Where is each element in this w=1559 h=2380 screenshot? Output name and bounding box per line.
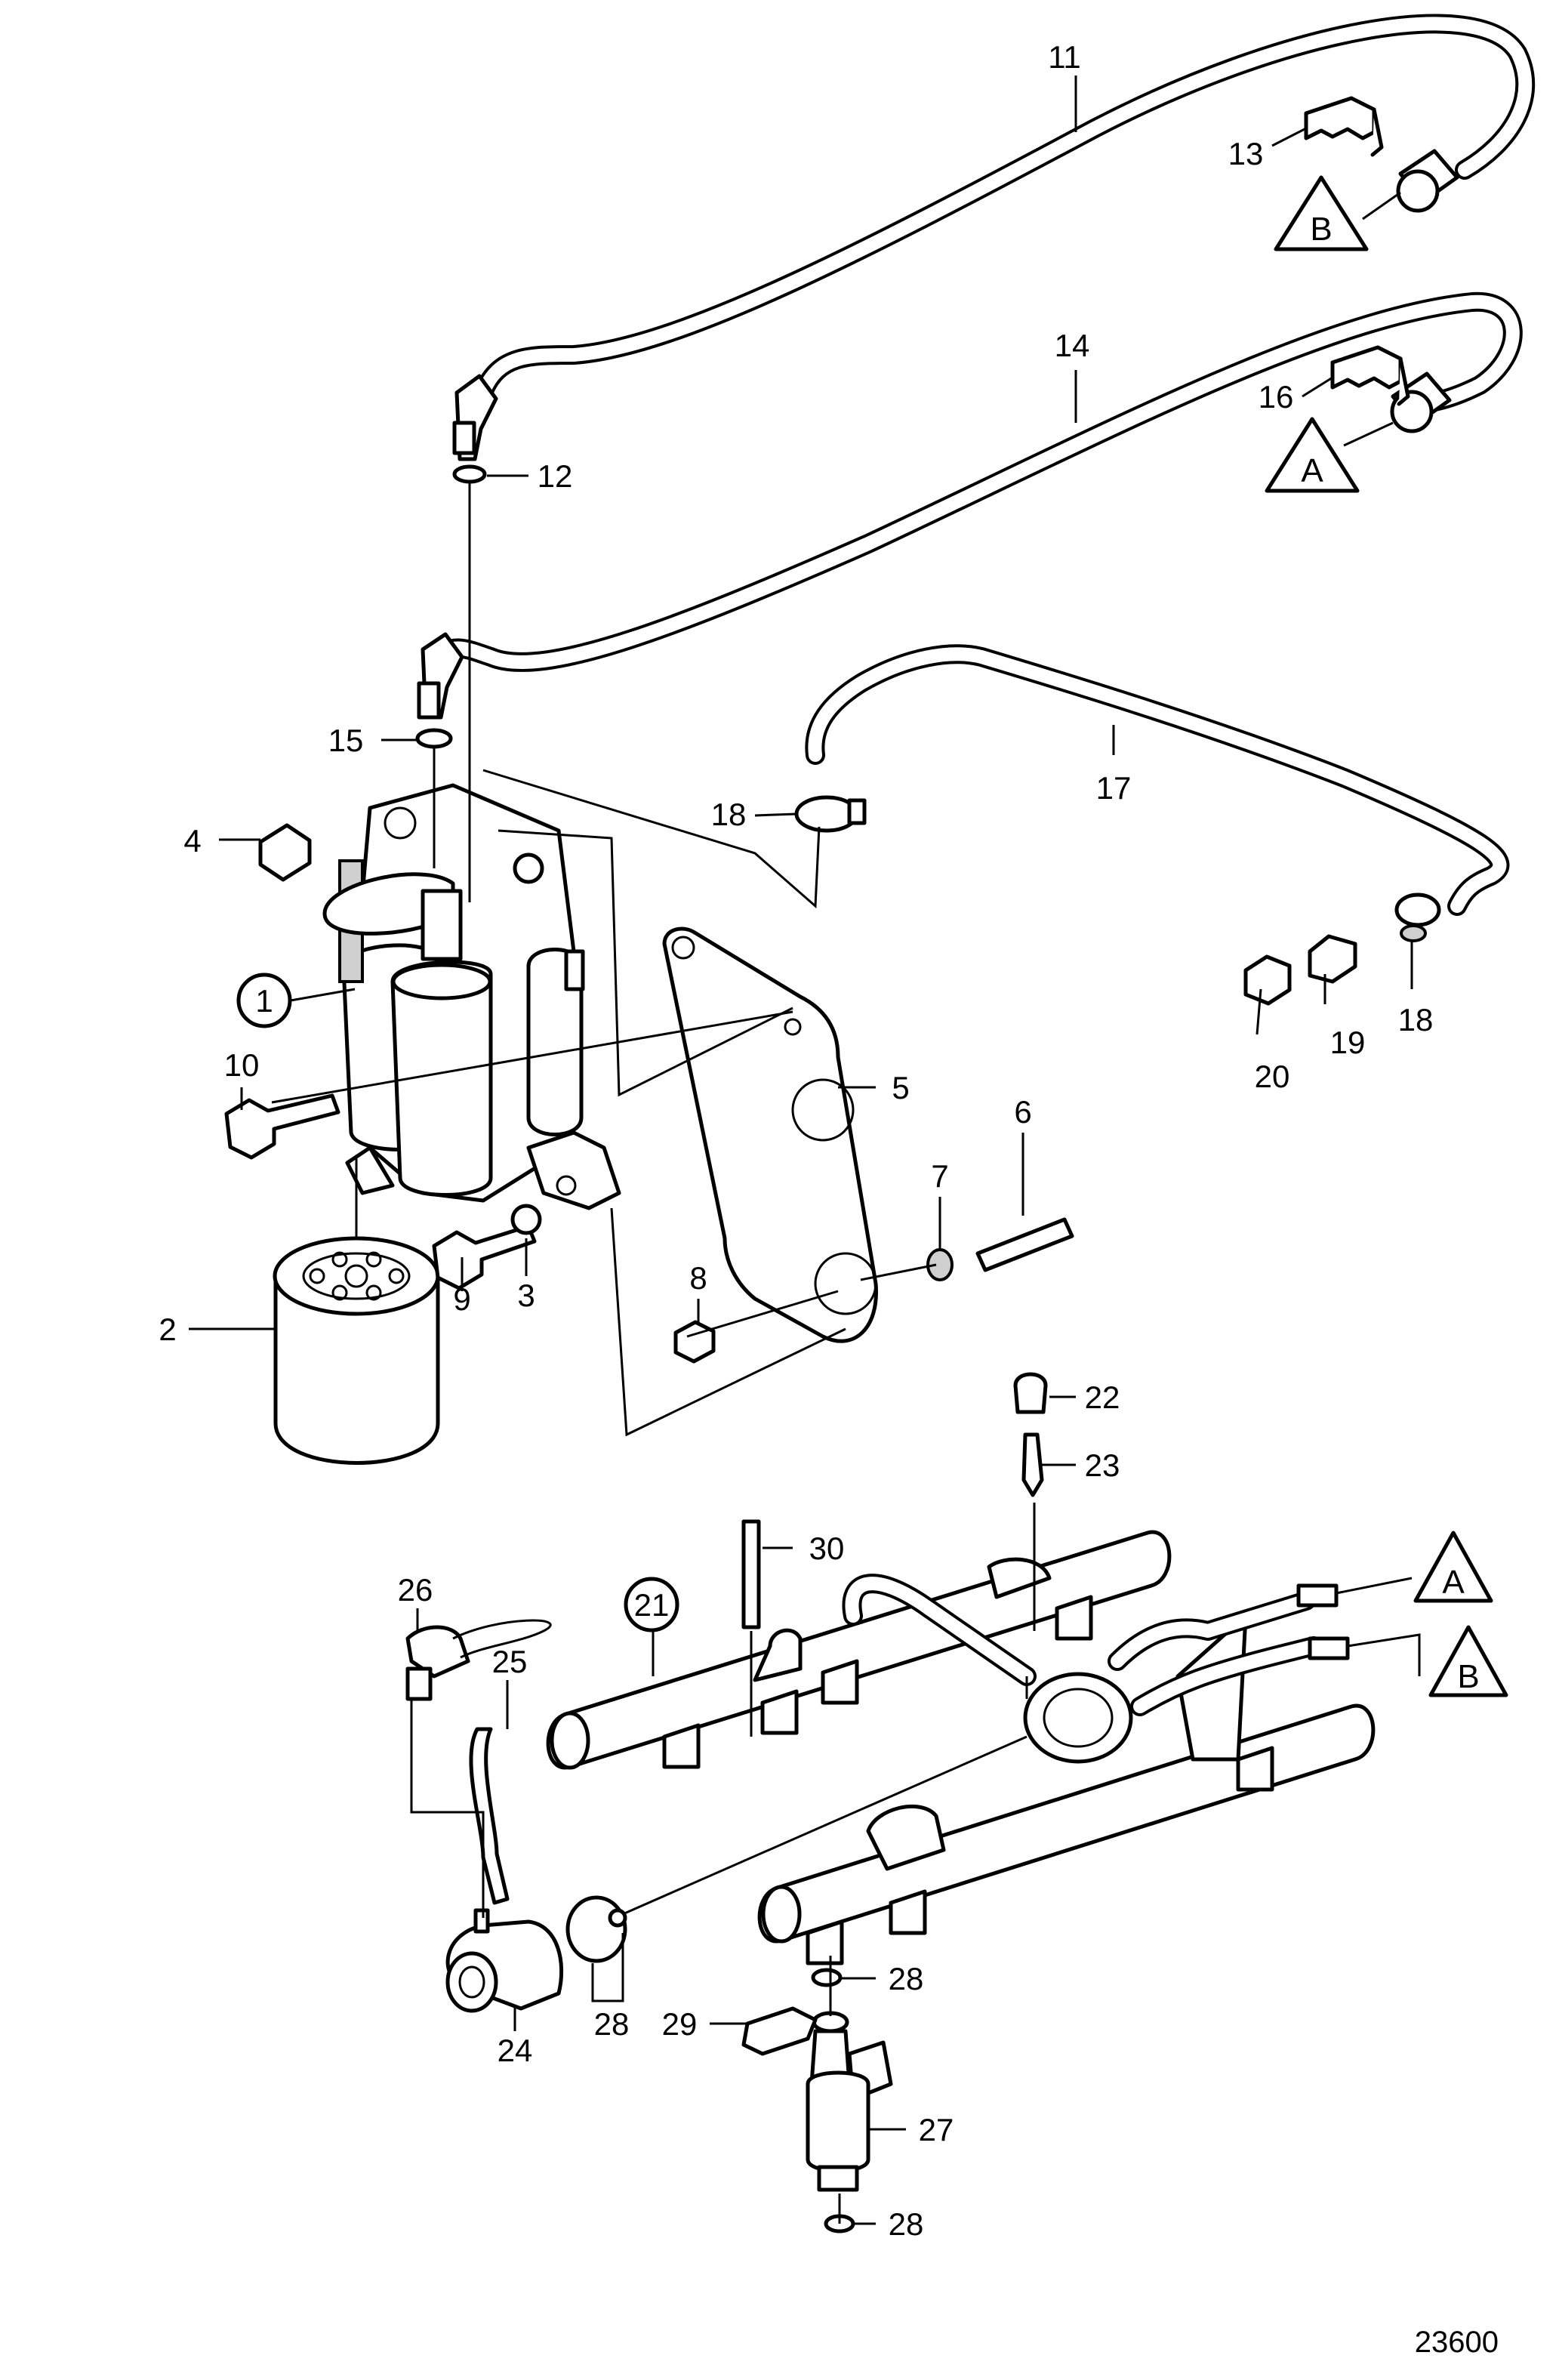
marker-A-rail: A [1413,1531,1493,1603]
bracket-5 [662,926,878,1343]
callout-14: 14 [1055,328,1090,363]
callout-12: 12 [538,458,573,494]
callout-13: 13 [1228,136,1264,171]
washer-15 [415,728,453,749]
callout-10: 10 [224,1047,260,1083]
callout-15: 15 [328,723,364,758]
fuel-injector-27 [806,2011,893,2192]
callout-8: 8 [689,1260,707,1296]
nut-8 [673,1320,716,1364]
connector-19 [1308,934,1357,984]
figure-number: 23600 [1415,2326,1499,2359]
hose-clamp-18-lower [1394,892,1441,942]
callout-21: 21 [634,1587,670,1623]
o-ring-28-small [608,1908,627,1928]
fuel-line-11 [452,14,1536,461]
callout-labels: 1 2 3 4 5 6 7 8 9 10 11 12 13 14 15 16 1… [159,39,1433,2242]
pressure-regulator-24 [445,1908,564,2013]
marker-B-rail: B [1428,1625,1508,1697]
callout-22: 22 [1085,1380,1120,1415]
callout-2: 2 [159,1312,176,1347]
callout-21-circle [624,1577,679,1632]
clamp-13 [1304,96,1384,157]
assembly-guide-lines [271,483,1036,2224]
fuel-rail-assembly-21 [546,1530,1376,1965]
o-ring-28-mid [811,1968,843,1987]
fuel-filter-assembly-1 [322,783,621,1210]
fitting-4 [258,823,312,882]
callout-3: 3 [517,1278,535,1313]
o-ring-28-regulator [565,1895,627,1963]
callout-19: 19 [1330,1025,1366,1060]
hose-clamp-18-upper [794,795,867,833]
callout-27: 27 [919,2112,954,2147]
callout-30: 30 [809,1531,845,1566]
vacuum-hose-25 [469,1727,510,1905]
callout-18-upper: 18 [711,797,747,832]
callout-5: 5 [892,1070,909,1105]
nut-3 [510,1204,542,1235]
bolt-10 [224,1093,340,1160]
schrader-valve-23 [1021,1432,1044,1497]
vacuum-fitting-26 [405,1619,552,1701]
clip-29 [741,2006,818,2056]
marker-B-top: B [1274,175,1369,251]
callout-9: 9 [453,1281,470,1317]
marker-A-top: A [1265,417,1360,493]
marker-A-top-label: A [1301,452,1323,489]
callout-1: 1 [255,983,273,1019]
callout-25: 25 [492,1644,528,1679]
marker-B-rail-label: B [1457,1658,1479,1695]
clamp-16 [1330,345,1410,406]
callout-23: 23 [1085,1447,1120,1483]
filter-cartridge-2 [273,1236,440,1465]
callout-18-lower: 18 [1398,1002,1434,1037]
callout-17: 17 [1096,770,1132,806]
nut-20 [1243,954,1292,1006]
callout-24: 24 [498,2033,533,2068]
washer-12 [452,464,487,484]
callout-28-bottom: 28 [889,2206,924,2242]
callout-4: 4 [183,823,201,859]
callout-6: 6 [1014,1094,1031,1130]
callout-28-mid: 28 [889,1961,924,1996]
stud-30 [741,1519,761,1629]
callout-16: 16 [1259,379,1294,415]
callout-11: 11 [1048,39,1081,75]
bolt-9 [432,1224,537,1290]
stud-6 [975,1217,1074,1272]
marker-A-rail-label: A [1442,1564,1465,1601]
callout-28-regulator: 28 [594,2006,630,2042]
callout-29: 29 [662,2006,698,2042]
fuel-hose-17 [805,644,1510,916]
marker-B-top-label: B [1310,211,1332,248]
callout-leaders [189,76,1421,2225]
callout-1-circle [236,973,292,1028]
callout-26: 26 [398,1572,433,1608]
callout-20: 20 [1255,1059,1290,1094]
callout-7: 7 [931,1158,948,1194]
cap-22 [1013,1372,1048,1414]
